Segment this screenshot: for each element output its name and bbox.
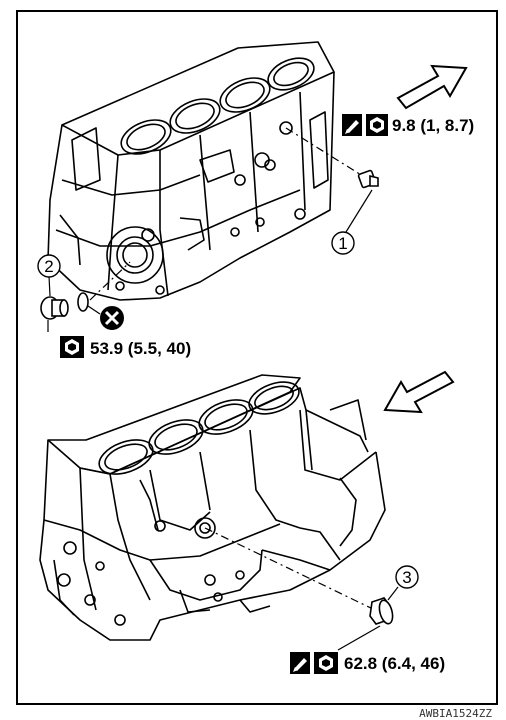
callout-number-1: 1 — [338, 234, 347, 253]
sealant-icon — [290, 652, 310, 674]
callout-3: 3 — [395, 565, 419, 589]
direction-arrow-icon — [396, 64, 468, 110]
torque-value-2: 53.9 (5.5, 40) — [90, 339, 191, 358]
leader-line-plug-1 — [285, 127, 367, 179]
plug-1 — [357, 169, 379, 189]
cylinder-block-bottom — [39, 374, 386, 641]
callout-1: 1 — [331, 231, 355, 255]
torque-wrench-icon — [314, 652, 338, 674]
torque-wrench-icon — [60, 336, 84, 358]
callout-number-2: 2 — [44, 257, 53, 276]
torque-value-1: 9.8 (1, 8.7) — [392, 116, 474, 135]
do-not-reuse-icon — [100, 306, 124, 330]
torque-value-3: 62.8 (6.4, 46) — [344, 654, 445, 673]
sealant-icon — [342, 114, 362, 136]
plug-3 — [369, 597, 394, 625]
callout-leader-3 — [387, 586, 399, 601]
callout-leader-2 — [48, 275, 51, 297]
direction-arrow-icon — [383, 370, 455, 414]
reference-code: AWBIA1524ZZ — [419, 707, 492, 720]
cylinder-block-top — [47, 41, 335, 301]
callout-number-3: 3 — [402, 568, 411, 587]
callout-2: 2 — [37, 254, 61, 278]
plug-2 — [40, 296, 69, 320]
callout-leader-1 — [345, 189, 373, 233]
washer — [77, 292, 89, 312]
torque-wrench-icon — [366, 114, 388, 136]
leader-line-plug-3 — [204, 527, 376, 611]
diagram-frame — [16, 10, 498, 705]
